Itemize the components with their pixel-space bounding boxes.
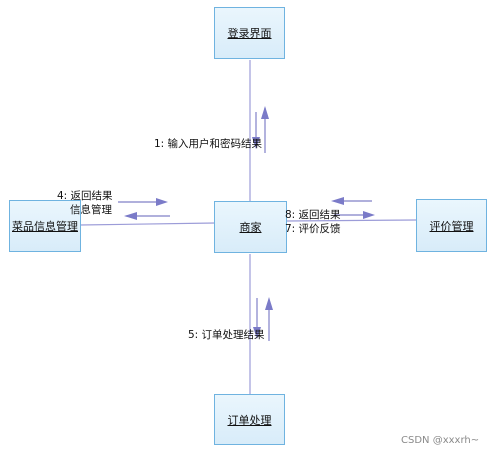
message-5-label: 5: 订单处理结果 [188,329,265,341]
link-dish-merchant [79,222,216,226]
object-login-ui-label: 登录界面 [227,27,272,40]
object-login-ui: 登录界面 [214,7,285,59]
message-7-label: 7: 评价反馈 [285,223,341,235]
arrow-up-order-merchant [265,297,273,341]
object-merchant: 商家 [214,201,287,253]
arrow-left-dish-merchant [124,212,170,220]
arrow-down-login-merchant [252,112,260,149]
link-merchant-review [286,219,417,222]
object-dish-management-label: 菜品信息管理 [12,220,78,233]
arrow-up-login-merchant [261,106,269,153]
message-4-label: 4: 返回结果 [57,190,113,202]
csdn-watermark: CSDN @xxxrh~ [401,435,480,446]
arrow-right-dish-merchant [118,198,168,206]
object-review-management-label: 评价管理 [429,219,474,233]
message-8-label: 8: 返回结果 [285,209,341,221]
message-3-partial-label: 信息管理 [70,204,112,216]
object-merchant-label: 商家 [239,221,262,234]
arrow-left-review-merchant [331,197,372,205]
arrow-down-merchant-order [253,298,261,339]
arrow-right-merchant-review [334,211,375,219]
object-dish-management: 菜品信息管理 [9,200,81,252]
object-order-processing-label: 订单处理 [227,413,272,427]
message-1-label: 1: 输入用户和密码结果 [154,138,263,150]
object-order-processing: 订单处理 [214,394,285,445]
object-review-management: 评价管理 [416,199,487,252]
